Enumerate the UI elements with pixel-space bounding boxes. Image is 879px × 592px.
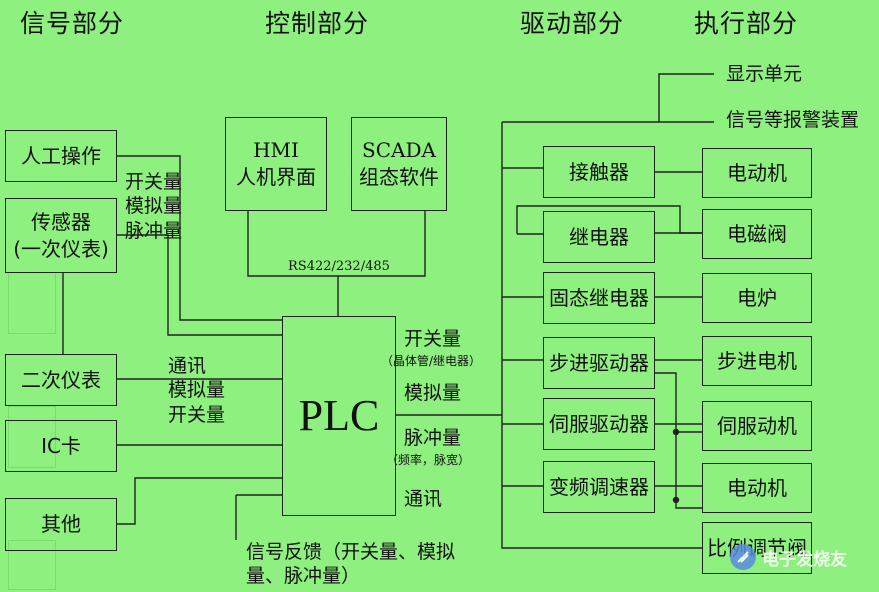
- box-proportional-valve: 比例调节阀: [702, 522, 812, 574]
- hmi-label: HMI 人机界面: [236, 138, 316, 189]
- box-scada: SCADA 组态软件: [351, 117, 447, 211]
- box-secondary-instrument: 二次仪表: [5, 354, 117, 406]
- seal-watermark: [8, 540, 56, 590]
- box-stepper-driver: 步进驱动器: [543, 337, 655, 389]
- box-servo-motor: 伺服动机: [702, 401, 812, 451]
- label-output-pulse: 脉冲量: [404, 427, 462, 449]
- box-solenoid-valve: 电磁阀: [702, 209, 812, 259]
- label-output-comm: 通讯: [404, 488, 443, 510]
- label-output-switch-note: （晶体管/继电器）: [381, 354, 482, 368]
- box-stepper-motor: 步进电机: [702, 336, 812, 386]
- site-watermark-logo: 电子发烧友: [730, 544, 847, 570]
- scada-label: SCADA 组态软件: [359, 138, 439, 189]
- label-display-unit: 显示单元: [726, 63, 803, 85]
- box-motor-1: 电动机: [702, 148, 812, 198]
- box-solid-state-relay: 固态继电器: [543, 272, 655, 324]
- label-secondary-signals: 通讯 模拟量 开关量: [168, 355, 226, 426]
- label-rs-bus: RS422/232/485: [288, 259, 390, 274]
- box-sensor: 传感器 (一次仪表): [5, 198, 117, 273]
- watermark-logo-icon: [730, 544, 756, 570]
- box-servo-driver: 伺服驱动器: [543, 398, 655, 450]
- seal-watermark: [8, 406, 56, 468]
- label-output-switch: 开关量: [404, 328, 462, 350]
- label-output-analog: 模拟量: [404, 382, 462, 404]
- box-manual-operation: 人工操作: [5, 130, 117, 182]
- box-other: 其他: [5, 498, 117, 551]
- box-plc: PLC: [282, 316, 396, 516]
- box-motor-2: 电动机: [702, 463, 812, 513]
- header-drive: 驱动部分: [520, 9, 625, 38]
- watermark-text: 电子发烧友: [762, 549, 847, 570]
- box-ic-card: IC卡: [5, 420, 117, 472]
- label-output-pulse-note: （频率，脉宽）: [386, 453, 471, 467]
- box-electric-furnace: 电炉: [702, 273, 812, 323]
- label-alarm-device: 信号等报警装置: [726, 109, 860, 131]
- header-control: 控制部分: [265, 9, 370, 38]
- seal-watermark: [8, 272, 56, 334]
- label-feedback: 信号反馈（开关量、模拟 量、脉冲量）: [246, 541, 456, 588]
- header-execute: 执行部分: [694, 9, 799, 38]
- box-relay: 继电器: [543, 211, 655, 263]
- box-hmi: HMI 人机界面: [225, 117, 327, 211]
- label-sensor-signals: 开关量 模拟量 脉冲量: [125, 171, 183, 242]
- box-contactor: 接触器: [543, 146, 655, 198]
- box-vfd: 变频调速器: [543, 461, 655, 513]
- header-signal: 信号部分: [20, 9, 125, 38]
- plc-label: PLC: [298, 391, 380, 441]
